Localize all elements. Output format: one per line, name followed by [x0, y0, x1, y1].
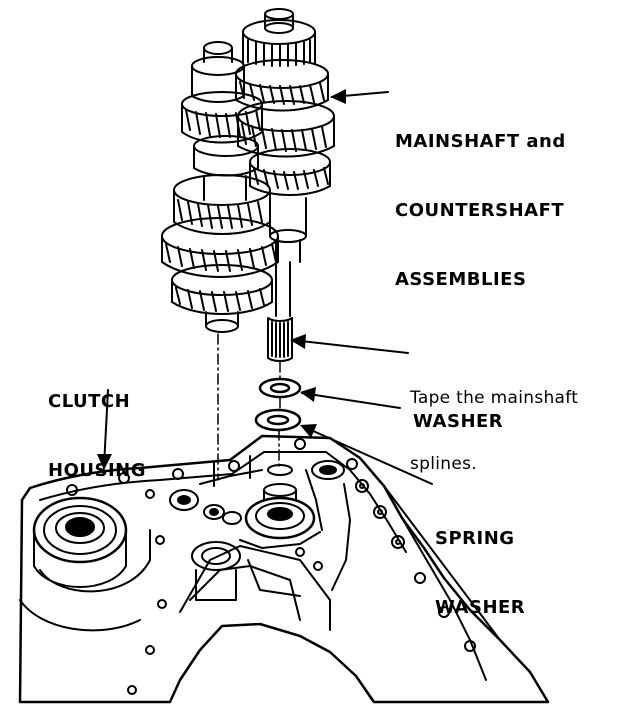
gear-assembly-drawing	[161, 8, 335, 362]
assemblies-label-line2: COUNTERSHAFT	[395, 200, 565, 221]
tape-note-line2: splines.	[410, 454, 477, 474]
washer-leader	[301, 392, 401, 409]
leader-lines	[103, 91, 433, 485]
assemblies-label-line1: MAINSHAFT and	[395, 131, 566, 152]
leader-arrowheads	[97, 89, 346, 470]
assemblies-label-line3: ASSEMBLIES	[395, 269, 527, 290]
clutch-housing-label-line1: CLUTCH	[48, 391, 131, 412]
spring-washer-arrowhead	[300, 424, 317, 438]
spring-washer-label-line2: WASHER	[435, 597, 526, 618]
clutch-housing-label: CLUTCH HOUSING	[48, 344, 146, 528]
tape-leader	[291, 339, 409, 354]
clutch-housing-leader	[103, 389, 109, 467]
assemblies-label: MAINSHAFT and COUNTERSHAFT ASSEMBLIES	[395, 84, 566, 337]
spring-washer-label: SPRING WASHER	[435, 481, 525, 665]
spring-washer-drawing	[254, 408, 302, 432]
assemblies-arrowhead	[330, 89, 346, 104]
washer-label: WASHER	[413, 411, 504, 432]
tape-note-line1: Tape the mainshaft	[410, 388, 579, 408]
tape-arrowhead	[290, 334, 306, 349]
clutch-housing-arrowhead	[97, 454, 112, 470]
spring-washer-leader	[301, 425, 433, 485]
tape-note: Tape the mainshaft splines.	[410, 343, 578, 519]
clutch-housing-label-line2: HOUSING	[48, 460, 146, 481]
washer-arrowhead	[300, 387, 316, 402]
alignment-lines	[217, 333, 281, 481]
spring-washer-label-line1: SPRING	[435, 528, 515, 549]
washer-drawing	[258, 377, 302, 399]
clutch-housing-drawing	[18, 434, 550, 704]
